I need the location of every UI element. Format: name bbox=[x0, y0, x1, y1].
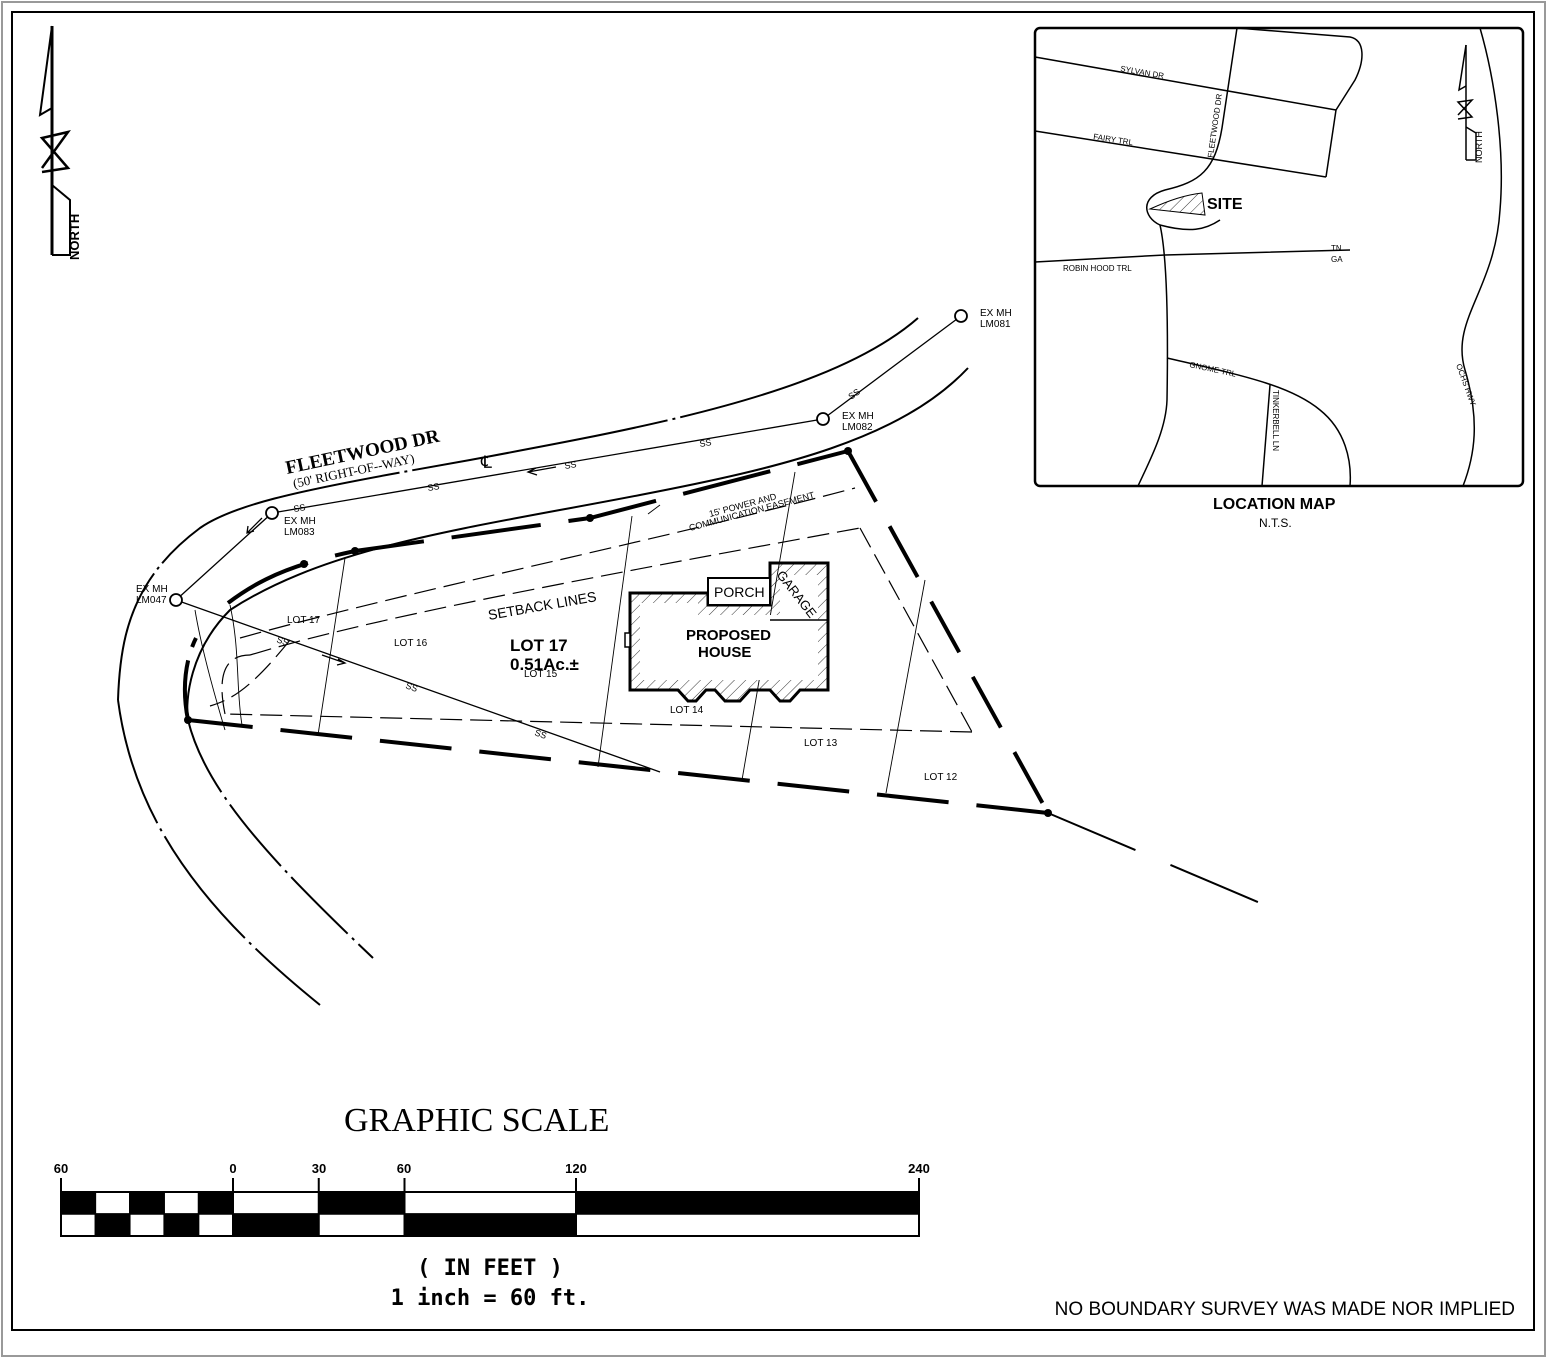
manhole-lm081 bbox=[954, 309, 968, 323]
svg-text:LOT 17: LOT 17 bbox=[287, 615, 321, 626]
porch-label: PORCH bbox=[714, 584, 765, 600]
scale-bar-segment bbox=[403, 1213, 577, 1237]
scale-bar bbox=[60, 1178, 920, 1237]
scale-tick-60-left: 60 bbox=[54, 1161, 68, 1176]
graphic-scale: GRAPHIC SCALE 60 0 30 60 120 240 ( IN FE… bbox=[54, 1102, 930, 1311]
manhole-lm082 bbox=[816, 412, 830, 426]
svg-text:LOT 12: LOT 12 bbox=[924, 772, 958, 783]
svg-text:COMMUNICATION EASEMENT: COMMUNICATION EASEMENT bbox=[688, 490, 816, 533]
svg-text:EX MH: EX MH bbox=[842, 411, 874, 422]
centerline-symbol: ℄ bbox=[480, 453, 492, 472]
svg-text:LOT 16: LOT 16 bbox=[394, 638, 428, 649]
scale-bar-segment bbox=[197, 1213, 234, 1237]
north-arrow-icon: NORTH bbox=[38, 25, 82, 260]
scale-bar-segment bbox=[318, 1213, 406, 1237]
svg-text:GA: GA bbox=[1331, 255, 1343, 264]
scale-bar-segment bbox=[94, 1191, 131, 1215]
svg-text:LM083: LM083 bbox=[284, 527, 315, 538]
svg-text:LM081: LM081 bbox=[980, 319, 1011, 330]
svg-text:LOT 13: LOT 13 bbox=[804, 738, 838, 749]
lot-area: 0.51Ac.± bbox=[510, 655, 579, 674]
location-map-title: LOCATION MAP bbox=[1213, 496, 1336, 513]
scale-tick-120: 120 bbox=[565, 1161, 587, 1176]
north-arrow-label: NORTH bbox=[67, 214, 82, 260]
svg-text:SS: SS bbox=[427, 481, 440, 493]
scale-bar-segment bbox=[318, 1191, 406, 1215]
scale-bar-segment bbox=[94, 1213, 131, 1237]
svg-text:SS: SS bbox=[404, 680, 419, 694]
svg-text:TINKERBELL LN: TINKERBELL LN bbox=[1271, 390, 1280, 451]
house-label-line2: HOUSE bbox=[698, 644, 751, 661]
easement-label: 15' POWER AND COMMUNICATION EASEMENT bbox=[688, 490, 816, 533]
graphic-scale-title: GRAPHIC SCALE bbox=[344, 1102, 609, 1139]
scale-bar-segment bbox=[575, 1213, 920, 1237]
scale-tick-240: 240 bbox=[908, 1161, 930, 1176]
lot-name: LOT 17 bbox=[510, 636, 568, 655]
scale-bar-segment bbox=[129, 1191, 165, 1215]
location-map-frame bbox=[1033, 26, 1525, 488]
svg-text:LOT 15: LOT 15 bbox=[524, 669, 558, 680]
svg-text:SS: SS bbox=[564, 459, 577, 471]
scale-tick-30: 30 bbox=[312, 1161, 326, 1176]
scale-bar-segment bbox=[575, 1191, 920, 1215]
scale-bar-segment bbox=[163, 1213, 200, 1237]
manhole-lm083 bbox=[265, 506, 279, 520]
svg-text:EX MH: EX MH bbox=[284, 516, 316, 527]
scale-bar-segment bbox=[232, 1191, 320, 1215]
boundary-corner-pins bbox=[184, 447, 1052, 817]
svg-text:LM082: LM082 bbox=[842, 422, 873, 433]
svg-text:EX MH: EX MH bbox=[136, 584, 168, 595]
road-right-of-way bbox=[117, 317, 969, 1006]
sheet-frame bbox=[11, 11, 1535, 1331]
svg-text:SS: SS bbox=[533, 727, 548, 741]
manhole-lm047 bbox=[169, 593, 183, 607]
graphic-scale-ratio: 1 inch = 60 ft. bbox=[391, 1286, 590, 1311]
easement-setback-lines bbox=[209, 487, 973, 733]
scale-bar-outline bbox=[60, 1191, 920, 1237]
scale-tick-0: 0 bbox=[229, 1161, 236, 1176]
svg-text:EX MH: EX MH bbox=[980, 308, 1012, 319]
proposed-house: PROPOSED HOUSE PORCH GARAGE bbox=[624, 561, 830, 703]
scale-bar-segment bbox=[197, 1191, 234, 1215]
manholes: EX MH LM081 EX MH LM082 EX MH LM083 EX M… bbox=[136, 308, 1012, 607]
svg-text:LM047: LM047 bbox=[136, 595, 167, 606]
svg-text:TN: TN bbox=[1331, 244, 1342, 253]
setback-label: SETBACK LINES bbox=[487, 588, 598, 623]
svg-text:SS: SS bbox=[699, 437, 712, 449]
old-lot-labels: LOT 17 LOT 16 LOT 15 LOT 14 LOT 13 LOT 1… bbox=[287, 615, 958, 783]
site-marker bbox=[1148, 192, 1206, 216]
scale-bar-segment bbox=[232, 1213, 320, 1237]
scale-bar-segment bbox=[403, 1191, 577, 1215]
scale-bar-segment bbox=[163, 1191, 200, 1215]
location-map-north-label: NORTH bbox=[1474, 131, 1484, 163]
disclaimer: NO BOUNDARY SURVEY WAS MADE NOR IMPLIED bbox=[1055, 1299, 1515, 1320]
scale-bar-segment bbox=[60, 1213, 97, 1237]
location-map-north-arrow-icon bbox=[1456, 44, 1477, 161]
lot-label: LOT 17 0.51Ac.± bbox=[510, 636, 579, 674]
scale-tick-60: 60 bbox=[397, 1161, 411, 1176]
svg-text:ROBIN HOOD TRL: ROBIN HOOD TRL bbox=[1063, 264, 1132, 273]
scale-bar-segment bbox=[129, 1213, 165, 1237]
house-label-line1: PROPOSED bbox=[686, 627, 771, 644]
location-map: SITE SYLVAN DR FAIRY TRL FLEETWOOD DR RO… bbox=[1033, 26, 1525, 488]
scale-bar-segment bbox=[60, 1191, 97, 1215]
location-map-site: SITE bbox=[1207, 196, 1243, 213]
svg-text:SS: SS bbox=[293, 502, 306, 514]
sewer-line bbox=[175, 315, 962, 773]
graphic-scale-units: ( IN FEET ) bbox=[417, 1256, 563, 1281]
location-map-scale: N.T.S. bbox=[1259, 516, 1292, 530]
boundary-extension bbox=[1047, 812, 1273, 909]
porch bbox=[707, 577, 771, 606]
svg-text:LOT 14: LOT 14 bbox=[670, 705, 704, 716]
